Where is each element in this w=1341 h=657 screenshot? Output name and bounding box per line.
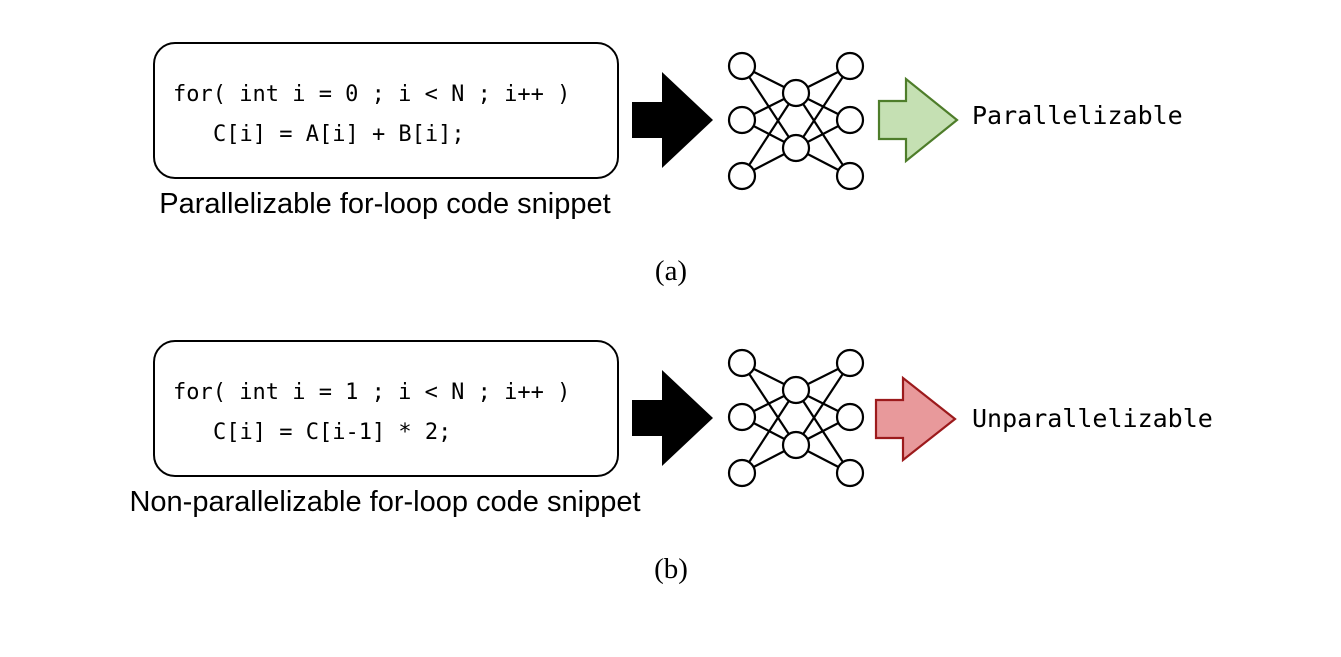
code-line-2: C[i] = C[i-1] * 2;: [213, 420, 452, 445]
code-snippet-box-b: for( int i = 1 ; i < N ; i++ ) C[i] = C[…: [153, 340, 619, 477]
subfigure-label-b: (b): [654, 553, 688, 585]
network-node: [727, 458, 757, 488]
code-snippet-box-a: for( int i = 0 ; i < N ; i++ ) C[i] = A[…: [153, 42, 619, 179]
input-arrow-b: [632, 370, 713, 466]
result-arrow-b: [874, 375, 957, 463]
neural-network-icon-a: [727, 51, 865, 191]
network-node: [781, 430, 811, 460]
network-node: [835, 348, 865, 378]
result-label-a: Parallelizable: [972, 101, 1183, 130]
network-node: [835, 51, 865, 81]
code-line-1: for( int i = 0 ; i < N ; i++ ): [173, 82, 571, 107]
neural-network-icon-b: [727, 348, 865, 488]
code-caption-a: Parallelizable for-loop code snippet: [159, 188, 611, 220]
result-arrow-a: [877, 76, 959, 164]
network-node: [835, 161, 865, 191]
code-caption-b: Non-parallelizable for-loop code snippet: [129, 486, 641, 518]
network-node: [727, 51, 757, 81]
network-edge: [741, 389, 797, 474]
network-node: [727, 161, 757, 191]
network-node: [835, 458, 865, 488]
network-edge: [795, 65, 851, 149]
network-node: [781, 133, 811, 163]
result-label-b: Unparallelizable: [972, 404, 1213, 433]
network-edge: [795, 362, 851, 446]
network-node: [835, 402, 865, 432]
subfigure-label-a: (a): [654, 255, 688, 287]
network-node: [835, 105, 865, 135]
panel-b: for( int i = 1 ; i < N ; i++ ) C[i] = C[…: [0, 300, 1341, 600]
code-line-2: C[i] = A[i] + B[i];: [213, 122, 465, 147]
network-node: [781, 375, 811, 405]
network-node: [727, 402, 757, 432]
network-edge: [741, 92, 797, 177]
input-arrow-a: [632, 72, 713, 168]
network-node: [781, 78, 811, 108]
panel-a: for( int i = 0 ; i < N ; i++ ) C[i] = A[…: [0, 0, 1341, 300]
code-line-1: for( int i = 1 ; i < N ; i++ ): [173, 380, 571, 405]
network-node: [727, 105, 757, 135]
network-node: [727, 348, 757, 378]
